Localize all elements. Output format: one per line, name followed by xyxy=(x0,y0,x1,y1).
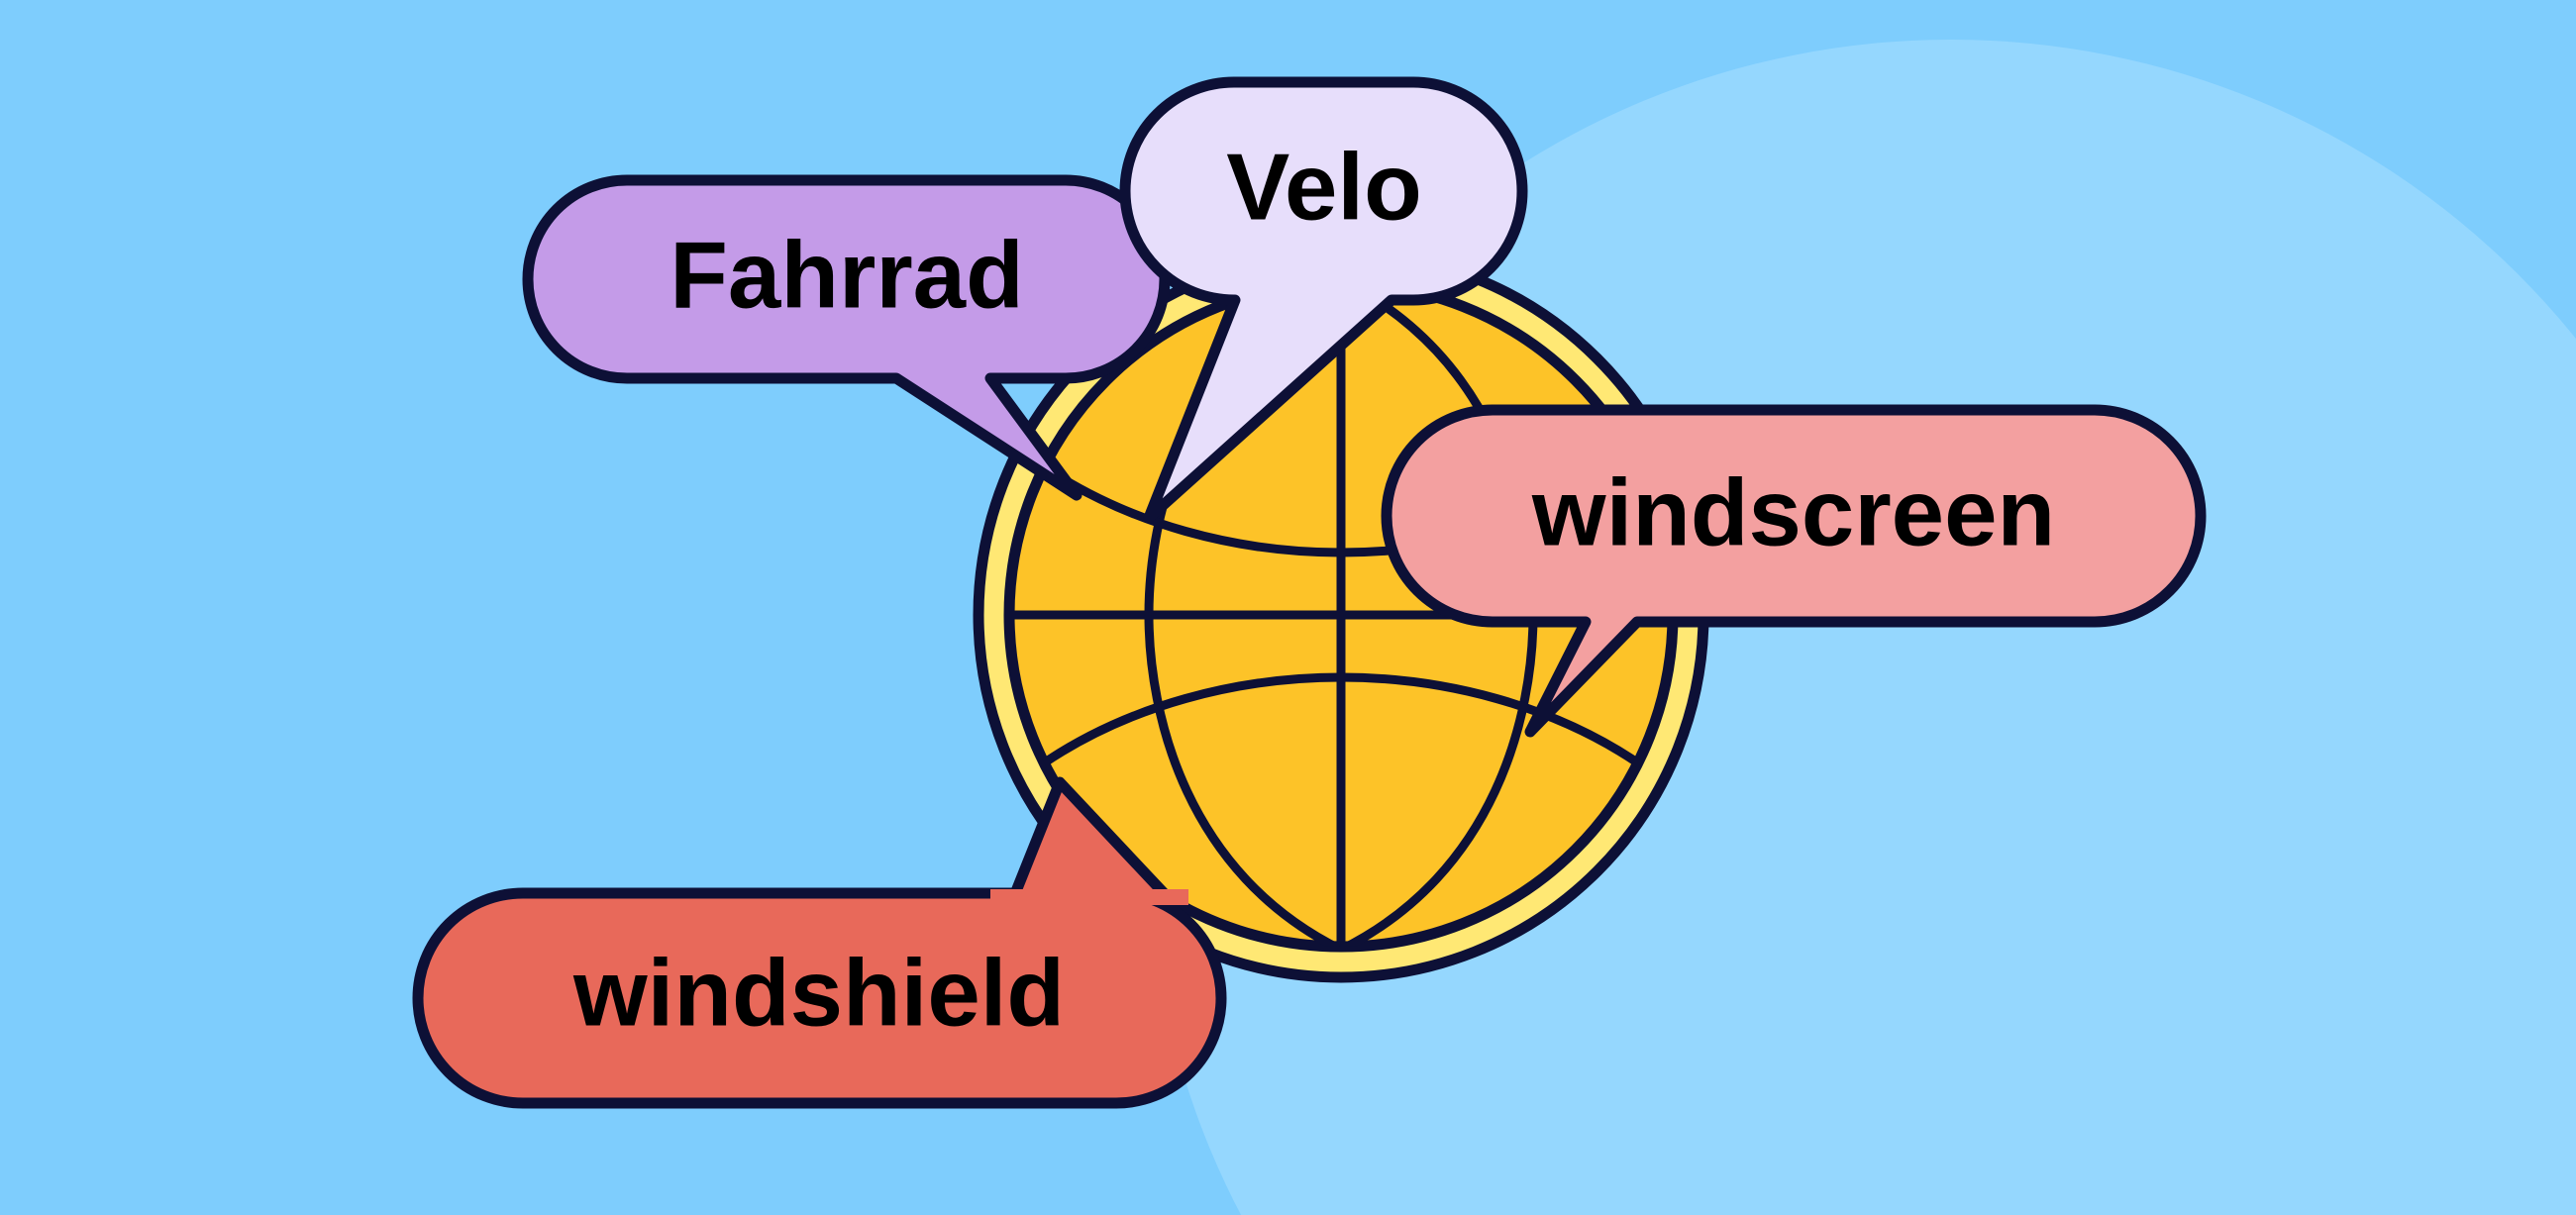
speech-bubble-velo[interactable]: Velo xyxy=(1119,76,1528,524)
speech-bubble-windshield-shape[interactable] xyxy=(412,887,1227,1109)
globe-parallel-lower xyxy=(1039,672,1643,768)
speech-bubble-windshield-label: windshield xyxy=(572,940,1065,1046)
speech-bubble-windscreen-shape[interactable] xyxy=(1381,404,2207,738)
speech-bubble-velo-shape[interactable] xyxy=(1119,76,1528,524)
speech-bubble-velo-label: Velo xyxy=(1226,134,1421,240)
speech-bubble-windshield[interactable]: windshield xyxy=(412,776,1227,1109)
speech-bubble-fahrrad-label: Fahrrad xyxy=(670,222,1023,328)
speech-bubble-windshield-tail-mask xyxy=(990,889,1188,905)
speech-bubble-windscreen[interactable]: windscreen xyxy=(1381,404,2207,738)
speech-bubble-fahrrad[interactable]: Fahrrad xyxy=(522,174,1171,501)
speech-bubble-windscreen-label: windscreen xyxy=(1531,459,2055,565)
